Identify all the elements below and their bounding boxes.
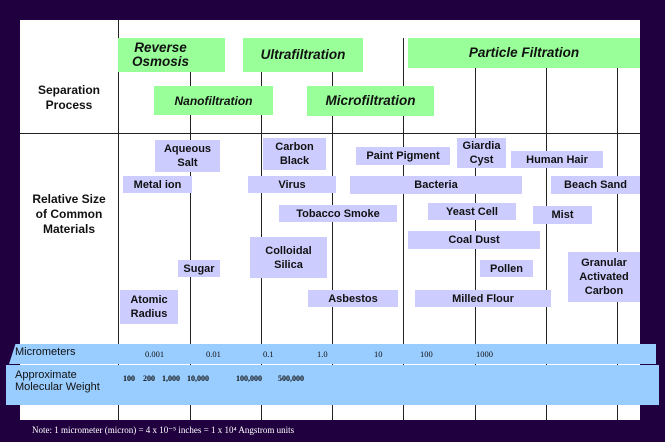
grid-line: [546, 68, 547, 420]
grid-line: [332, 72, 333, 420]
material-bacteria: Bacteria: [350, 176, 522, 194]
material-asbestos: Asbestos: [308, 290, 398, 307]
row-divider: [20, 133, 640, 134]
column-divider: [118, 20, 119, 420]
material-aqueous-salt: Aqueous Salt: [155, 140, 220, 172]
process-ultrafiltration: Ultrafiltration: [243, 38, 363, 72]
tick-label: 100: [420, 349, 433, 359]
process-microfiltration: Microfiltration: [307, 86, 434, 116]
footnote: Note: 1 micrometer (micron) = 4 x 10⁻⁵ i…: [32, 425, 295, 435]
materials-label: Relative Size of Common Materials: [32, 192, 106, 236]
tick-label: 0.01: [206, 349, 221, 359]
mw-label: 1,000: [162, 374, 180, 383]
separation-process-label: Separation Process: [37, 83, 100, 112]
material-pollen: Pollen: [480, 260, 533, 277]
material-metal-ion: Metal ion: [123, 176, 192, 193]
material-yeast-cell: Yeast Cell: [428, 203, 516, 220]
material-paint-pigment: Paint Pigment: [356, 147, 450, 165]
molecular-weight-band: [6, 365, 659, 405]
tick-label: 0.1: [263, 349, 274, 359]
tick-label: 10: [374, 349, 383, 359]
process-particle-filtration: Particle Filtration: [408, 38, 640, 68]
material-atomic-radius: Atomic Radius: [120, 290, 178, 324]
micrometer-band: [9, 344, 656, 364]
material-colloidal-silica: Colloidal Silica: [250, 237, 327, 278]
material-sugar: Sugar: [178, 260, 220, 277]
tick-label: 0.001: [145, 349, 165, 359]
material-tobacco-smoke: Tobacco Smoke: [279, 205, 397, 222]
material-virus: Virus: [248, 176, 336, 193]
mw-label: 500,000: [278, 374, 304, 383]
micrometers-label: Micrometers: [15, 346, 76, 358]
tick-label: 1000: [476, 349, 493, 359]
material-carbon-black: Carbon Black: [263, 138, 326, 170]
tick-label: 1.0: [317, 349, 328, 359]
mw-label: 100,000: [236, 374, 262, 383]
material-milled-flour: Milled Flour: [415, 290, 551, 307]
grid-line: [617, 68, 618, 420]
material-coal-dust: Coal Dust: [408, 231, 540, 249]
mw-label: 100: [123, 374, 135, 383]
material-human-hair: Human Hair: [511, 151, 603, 168]
mw-label: 10,000: [187, 374, 209, 383]
grid-line: [403, 38, 404, 420]
molecular-weight-label: Approximate Molecular Weight: [15, 369, 100, 393]
mw-label: 200: [143, 374, 155, 383]
material-beach-sand: Beach Sand: [551, 176, 640, 194]
material-granular-activated-carbon: Granular Activated Carbon: [568, 252, 640, 302]
material-giardia-cyst: Giardia Cyst: [457, 138, 506, 168]
grid-line: [190, 72, 191, 420]
process-nanofiltration: Nanofiltration: [154, 86, 273, 115]
material-mist: Mist: [533, 206, 592, 224]
process-reverse-osmosis: Reverse Osmosis: [118, 38, 225, 72]
